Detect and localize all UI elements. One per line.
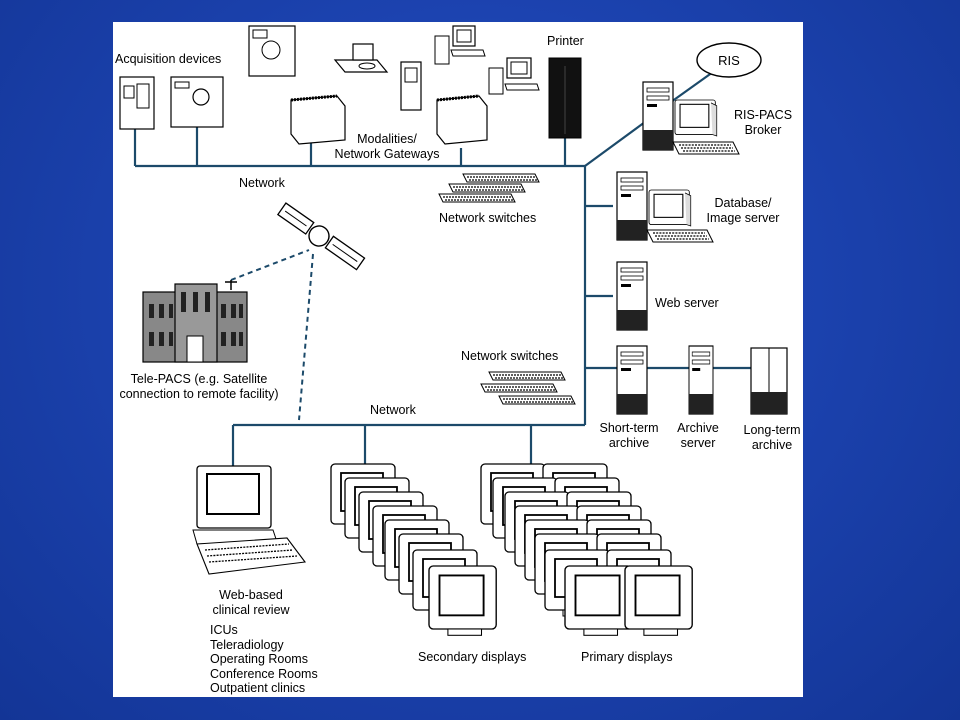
secondary-displays-stack <box>330 463 498 637</box>
location-item: Operating Rooms <box>210 652 308 667</box>
diagram-panel: Acquisition devices Printer RIS RIS-PACS… <box>113 22 803 697</box>
label-long-term-2: archive <box>751 438 793 452</box>
label-long-term-1: Long-term <box>743 423 801 437</box>
ris-pacs-broker-computer <box>642 81 740 155</box>
label-archive-server-1: Archive <box>677 421 719 435</box>
location-item: Conference Rooms <box>210 666 318 681</box>
satellite-links <box>230 249 314 421</box>
label-short-term-1: Short-term <box>599 421 659 435</box>
web-review-workstation <box>192 465 307 575</box>
network-switches-top <box>438 173 540 203</box>
modality-device-3 <box>400 61 422 111</box>
web-server-tower <box>616 261 648 331</box>
label-modalities-1: Modalities/ <box>357 132 417 146</box>
location-item: ICUs <box>210 623 238 637</box>
location-item: Teleradiology <box>210 637 284 652</box>
label-ris-pacs-2: Broker <box>744 123 782 137</box>
label-database-2: Image server <box>706 211 780 225</box>
workstation-small-2 <box>488 57 540 95</box>
archive-server-tower <box>688 345 714 415</box>
workstation-small-1 <box>434 25 486 65</box>
modality-device-2 <box>333 43 389 73</box>
label-tele-pacs-1: Tele-PACS (e.g. Satellite <box>130 372 268 386</box>
network-switches-bottom <box>480 371 576 405</box>
ris-node <box>696 42 762 78</box>
label-secondary-displays: Secondary displays <box>418 650 527 664</box>
label-tele-pacs-2: connection to remote facility) <box>119 387 279 401</box>
location-item: Outpatient clinics <box>210 681 306 696</box>
label-archive-server-2: server <box>680 436 716 450</box>
remote-facility-building <box>142 280 248 363</box>
pacs-network-diagram <box>119 25 788 637</box>
label-web-based-2: clinical review <box>212 603 290 617</box>
acquisition-device-2 <box>170 76 224 128</box>
primary-displays-stack <box>480 463 694 637</box>
label-ris: RIS <box>718 53 740 68</box>
label-ris-pacs-1: RIS-PACS <box>733 108 793 122</box>
clinical-review-locations: ICUs Teleradiology Operating Rooms Confe… <box>210 623 318 696</box>
label-acquisition-devices: Acquisition devices <box>115 52 222 66</box>
label-printer: Printer <box>547 34 584 48</box>
label-short-term-2: archive <box>608 436 650 450</box>
acquisition-device-1 <box>119 76 155 130</box>
label-network-top: Network <box>239 176 285 190</box>
label-web-based-1: Web-based <box>219 588 283 602</box>
label-network-bottom: Network <box>370 403 416 417</box>
modality-device-1 <box>248 25 296 77</box>
network-gateway-2 <box>436 94 488 145</box>
network-lines <box>133 71 751 467</box>
short-term-archive-tower <box>616 345 648 415</box>
satellite-icon <box>276 202 366 271</box>
database-server-computer <box>616 171 714 243</box>
label-network-switches-bottom: Network switches <box>461 349 559 363</box>
long-term-archive-unit <box>750 347 788 415</box>
label-web-server: Web server <box>655 296 719 310</box>
label-database-1: Database/ <box>714 196 772 210</box>
label-primary-displays: Primary displays <box>581 650 673 664</box>
printer-device <box>548 57 582 139</box>
network-gateway-1 <box>290 94 346 145</box>
label-modalities-2: Network Gateways <box>334 147 440 161</box>
label-network-switches-top: Network switches <box>439 211 537 225</box>
